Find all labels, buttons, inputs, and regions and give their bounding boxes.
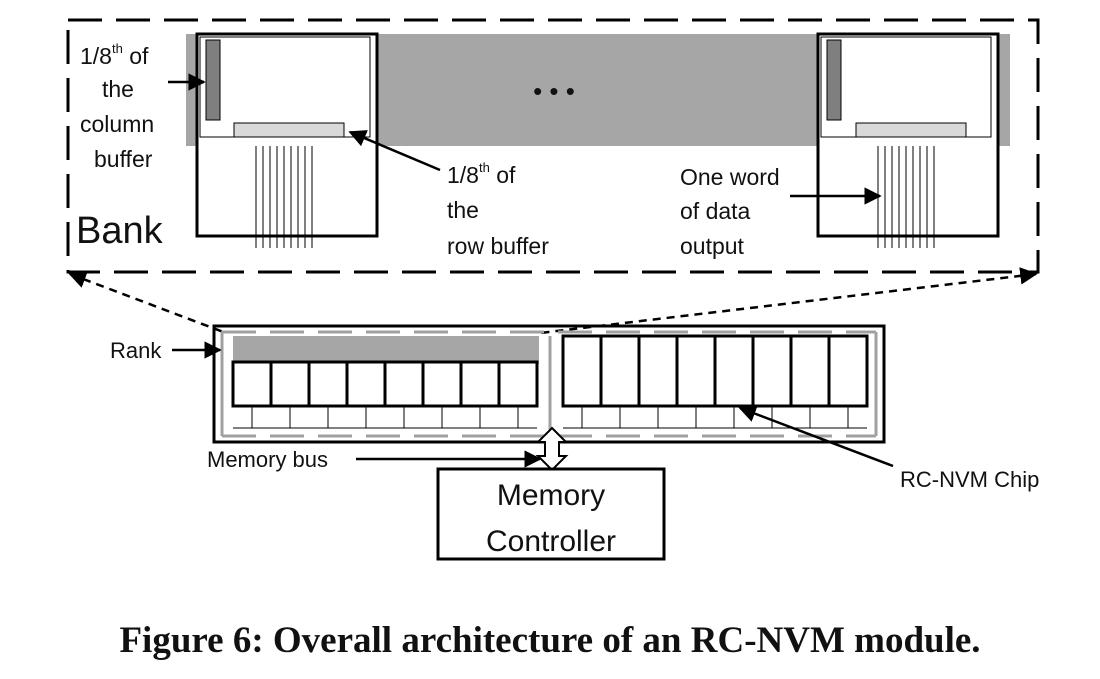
right-column-buffer xyxy=(826,39,842,121)
rank-chip xyxy=(561,334,603,408)
left-chip-buffer-region xyxy=(199,36,371,138)
rank-chip xyxy=(459,360,501,408)
row-buffer-label: 1/8th of the row buffer xyxy=(447,160,549,259)
rank-chip xyxy=(827,334,869,408)
column-buffer-line4: buffer xyxy=(94,146,153,172)
rank-buffer-band xyxy=(233,336,539,364)
right-row-buffer xyxy=(855,122,967,138)
rank-chip xyxy=(713,334,755,408)
left-rank-chips xyxy=(231,360,539,408)
rc-nvm-chip-arrow xyxy=(738,405,894,468)
rank-chip xyxy=(789,334,831,408)
right-chip xyxy=(816,32,1000,248)
bank-label: Bank xyxy=(76,210,164,252)
rank-chip xyxy=(383,360,425,408)
data-output-line2: of data xyxy=(680,198,751,224)
svg-text:1/8th of: 1/8th of xyxy=(80,41,149,69)
rank-chip xyxy=(231,360,273,408)
zoom-connector-left xyxy=(68,271,227,335)
memory-bus-label: Memory bus xyxy=(207,447,328,472)
rank-chip xyxy=(637,334,679,408)
bank-boundary xyxy=(66,18,1040,274)
left-row-buffer xyxy=(233,122,345,138)
rank-chip xyxy=(751,334,793,408)
column-buffer-label: 1/8th of the column buffer xyxy=(80,41,154,172)
row-buffer-fraction: 1/8 xyxy=(447,162,479,188)
row-buffer-line2: the xyxy=(447,197,479,223)
left-column-buffer xyxy=(205,39,221,121)
rank-chip xyxy=(421,360,463,408)
column-buffer-fraction: 1/8 xyxy=(80,43,112,69)
memory-controller-line2: Controller xyxy=(486,525,616,558)
memory-controller-line1: Memory xyxy=(497,479,605,512)
data-output-line1: One word xyxy=(680,164,780,190)
left-chip xyxy=(195,32,379,248)
row-buffer-sup: th xyxy=(479,160,490,175)
memory-controller-box xyxy=(436,467,666,561)
rank-module xyxy=(212,324,886,444)
zoom-connector-right xyxy=(539,267,1038,335)
right-chip-data-lines xyxy=(877,146,935,248)
rank-chip xyxy=(345,360,387,408)
rank-chip xyxy=(307,360,349,408)
rank-chip xyxy=(497,360,539,408)
figure-caption: Figure 6: Overall architecture of an RC-… xyxy=(119,620,980,661)
rank-bus-wiring xyxy=(233,406,867,429)
rank-label: Rank xyxy=(110,338,162,363)
data-output-line3: output xyxy=(680,233,745,259)
ellipsis-label: • • • xyxy=(533,76,575,106)
rank-chip xyxy=(675,334,717,408)
right-rank-chips xyxy=(561,334,869,408)
memory-controller: Memory Controller xyxy=(436,467,666,561)
rc-nvm-chip-label: RC-NVM Chip xyxy=(900,467,1039,492)
column-buffer-line3: column xyxy=(80,111,154,137)
row-buffer-line3: row buffer xyxy=(447,233,549,259)
left-chip-data-lines xyxy=(255,146,313,248)
right-chip-buffer-region xyxy=(820,36,992,138)
data-output-label: One word of data output xyxy=(680,164,780,259)
column-buffer-sup: th xyxy=(112,41,123,56)
row-buffer-arrow xyxy=(348,130,441,172)
row-buffer-of: of xyxy=(490,162,516,188)
rank-chip xyxy=(599,334,641,408)
bank-group: • • • 1/8th of the column buffer Bank 1/… xyxy=(66,18,1040,274)
column-buffer-of: of xyxy=(123,43,149,69)
rank-chip xyxy=(269,360,311,408)
column-buffer-line2: the xyxy=(102,76,134,102)
memory-bus-double-arrow xyxy=(535,426,569,472)
svg-text:1/8th of: 1/8th of xyxy=(447,160,516,188)
